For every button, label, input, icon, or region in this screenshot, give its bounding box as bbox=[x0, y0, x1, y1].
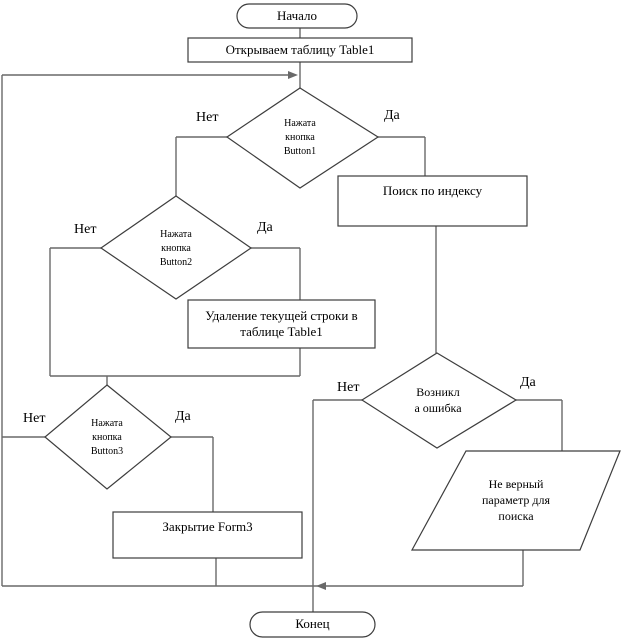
error-check-label: Возникл а ошибка bbox=[414, 384, 462, 415]
error-decision bbox=[360, 352, 518, 449]
arrow-into-button1 bbox=[288, 71, 298, 79]
connector-error-yes bbox=[516, 399, 563, 451]
wrong-param-label: Не верный параметр для поиска bbox=[482, 476, 550, 524]
connector-button2-no bbox=[49, 247, 101, 376]
error-no-label: Нет bbox=[337, 380, 360, 395]
open-table-process bbox=[187, 37, 413, 63]
delete-row-label: Удаление текущей строки в таблице Table1 bbox=[205, 307, 358, 339]
end-terminator bbox=[249, 611, 376, 638]
button1-yes-label: Да bbox=[384, 108, 400, 123]
search-label: Поиск по индексу bbox=[382, 182, 483, 198]
start-terminator bbox=[236, 3, 358, 29]
wrong-param-io bbox=[410, 450, 621, 551]
connector-button1-no bbox=[175, 136, 227, 196]
button3-label: Нажата кнопка Button3 bbox=[90, 418, 124, 457]
connector-button3-yes bbox=[171, 436, 214, 512]
button3-yes-label: Да bbox=[175, 409, 191, 424]
delete-row-process bbox=[187, 299, 376, 349]
button1-decision bbox=[225, 87, 380, 189]
button2-yes-label: Да bbox=[257, 220, 273, 235]
search-process bbox=[337, 175, 528, 227]
start-label: Начало bbox=[276, 8, 318, 24]
button3-no-label: Нет bbox=[23, 411, 46, 426]
close-form-label: Закрытие Form3 bbox=[162, 518, 253, 534]
end-label: Конец bbox=[295, 615, 330, 631]
button1-no-label: Нет bbox=[196, 110, 219, 125]
button2-label: Нажата кнопка Button2 bbox=[159, 229, 193, 268]
close-form-process bbox=[112, 511, 303, 559]
button2-no-label: Нет bbox=[74, 222, 97, 237]
error-yes-label: Да bbox=[520, 375, 536, 390]
button1-label: Нажата кнопка Button1 bbox=[283, 118, 317, 157]
arrow-into-end bbox=[316, 582, 326, 590]
connector-button1-yes bbox=[378, 136, 426, 176]
open-table-label: Открываем таблицу Table1 bbox=[225, 41, 375, 57]
button3-decision bbox=[44, 384, 172, 490]
connector-button2-yes bbox=[251, 247, 301, 300]
connector-error-no bbox=[312, 399, 362, 612]
button2-decision bbox=[99, 195, 253, 300]
